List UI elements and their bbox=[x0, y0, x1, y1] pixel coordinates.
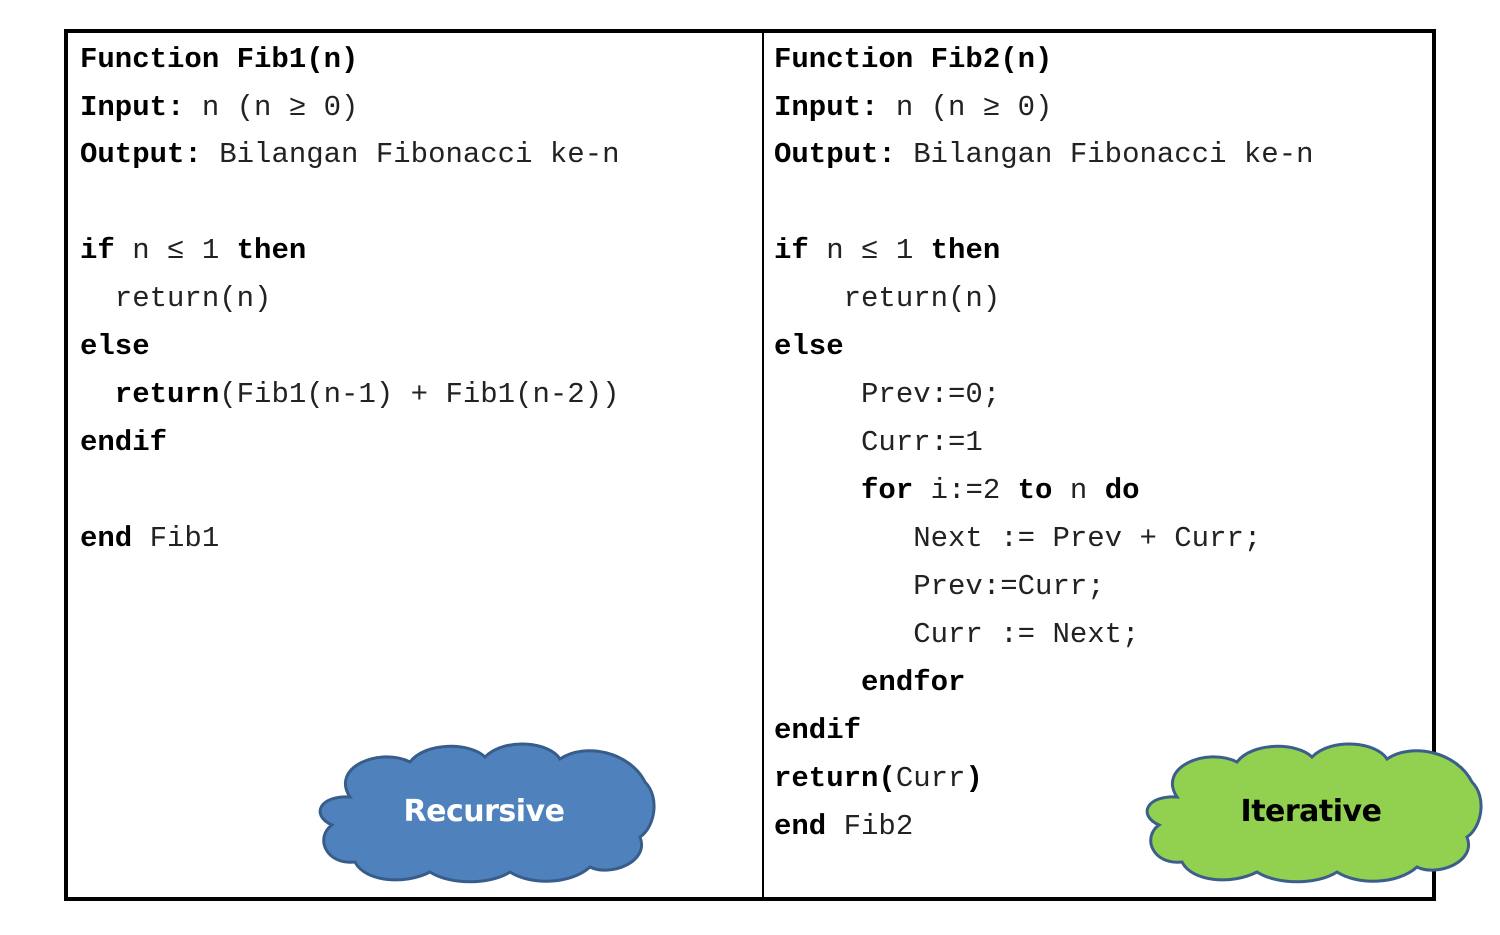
keyword: endif bbox=[774, 714, 862, 747]
code-text: Curr:=1 bbox=[774, 426, 983, 459]
cloud-shape-icon bbox=[318, 742, 656, 884]
code-text: Curr bbox=[895, 762, 966, 795]
code-text: n bbox=[1052, 474, 1105, 507]
keyword: return( bbox=[774, 762, 896, 795]
code-line: endif bbox=[774, 714, 861, 748]
keyword: endif bbox=[80, 426, 168, 459]
pseudocode-table: Function Fib1(n) Input: n (n ≥ 0) Output: … bbox=[64, 29, 1436, 901]
code-line: end Fib1 bbox=[80, 522, 219, 556]
code-line: else bbox=[774, 330, 844, 364]
code-line: if n ≤ 1 then bbox=[80, 234, 306, 268]
code-text: Prev:=Curr; bbox=[774, 570, 1105, 603]
keyword: endfor bbox=[774, 666, 966, 699]
code-line: Curr:=1 bbox=[774, 426, 983, 460]
keyword: if bbox=[774, 234, 809, 267]
code-line: Prev:=0; bbox=[774, 378, 1000, 412]
code-text: Prev:=0; bbox=[774, 378, 1001, 411]
code-line: Prev:=Curr; bbox=[774, 570, 1105, 604]
iterative-cloud: Iterative bbox=[1137, 737, 1485, 885]
code-text: return(n) bbox=[774, 282, 1001, 315]
recursive-cloud: Recursive bbox=[310, 737, 658, 885]
code-line: Output: Bilangan Fibonacci ke-n bbox=[774, 138, 1314, 172]
code-line: end Fib2 bbox=[774, 810, 913, 844]
code-text: n (n ≥ 0) bbox=[184, 91, 359, 124]
code-line: Output: Bilangan Fibonacci ke-n bbox=[80, 138, 620, 172]
code-text: Fib1 bbox=[132, 522, 220, 555]
keyword: Function Fib2(n) bbox=[774, 43, 1053, 76]
code-line: endfor bbox=[774, 666, 965, 700]
keyword: return bbox=[80, 378, 220, 411]
keyword: to bbox=[1017, 474, 1053, 507]
iterative-cloud-shape bbox=[1145, 742, 1483, 884]
keyword: then bbox=[930, 234, 1001, 267]
code-line: return(n) bbox=[80, 282, 272, 316]
keyword: Output: bbox=[80, 138, 202, 171]
code-line: Next := Prev + Curr; bbox=[774, 522, 1261, 556]
iterative-label: Iterative bbox=[1240, 793, 1382, 829]
recursive-cloud-shape bbox=[318, 742, 656, 884]
code-line: Input: n (n ≥ 0) bbox=[774, 91, 1052, 125]
code-line: endif bbox=[80, 426, 167, 460]
code-line: return(n) bbox=[774, 282, 1001, 316]
keyword: Input: bbox=[774, 91, 879, 124]
code-text: Bilangan Fibonacci ke-n bbox=[895, 138, 1314, 171]
code-text: Fib2 bbox=[826, 810, 914, 843]
code-text: return(n) bbox=[80, 282, 272, 315]
code-line: for i:=2 to n do bbox=[774, 474, 1140, 508]
cloud-shape-icon bbox=[1145, 742, 1483, 884]
column-divider bbox=[762, 33, 764, 897]
keyword: end bbox=[774, 810, 827, 843]
code-text: n ≤ 1 bbox=[114, 234, 237, 267]
code-line: Function Fib2(n) bbox=[774, 43, 1052, 77]
keyword: else bbox=[80, 330, 150, 363]
keyword: end bbox=[80, 522, 133, 555]
code-line: Input: n (n ≥ 0) bbox=[80, 91, 358, 125]
keyword-do: do bbox=[1104, 474, 1140, 507]
code-line: if n ≤ 1 then bbox=[774, 234, 1000, 268]
code-text: Curr := Next; bbox=[774, 618, 1140, 651]
keyword: ) bbox=[965, 762, 983, 795]
keyword: Input: bbox=[80, 91, 185, 124]
recursive-label: Recursive bbox=[403, 793, 565, 829]
keyword: Output: bbox=[774, 138, 896, 171]
code-text: i:=2 bbox=[913, 474, 1018, 507]
code-text: n (n ≥ 0) bbox=[878, 91, 1053, 124]
code-line: return(Curr) bbox=[774, 762, 983, 796]
keyword: then bbox=[236, 234, 307, 267]
code-text: n ≤ 1 bbox=[808, 234, 931, 267]
code-text: (Fib1(n-1) + Fib1(n-2)) bbox=[219, 378, 620, 411]
code-line: else bbox=[80, 330, 150, 364]
keyword: Function Fib1(n) bbox=[80, 43, 359, 76]
keyword: else bbox=[774, 330, 844, 363]
code-line: return(Fib1(n-1) + Fib1(n-2)) bbox=[80, 378, 620, 412]
code-line: Function Fib1(n) bbox=[80, 43, 358, 77]
code-text: Next := Prev + Curr; bbox=[774, 522, 1262, 555]
keyword: if bbox=[80, 234, 115, 267]
code-line: Curr := Next; bbox=[774, 618, 1139, 652]
code-text: Bilangan Fibonacci ke-n bbox=[201, 138, 620, 171]
keyword: for bbox=[774, 474, 914, 507]
